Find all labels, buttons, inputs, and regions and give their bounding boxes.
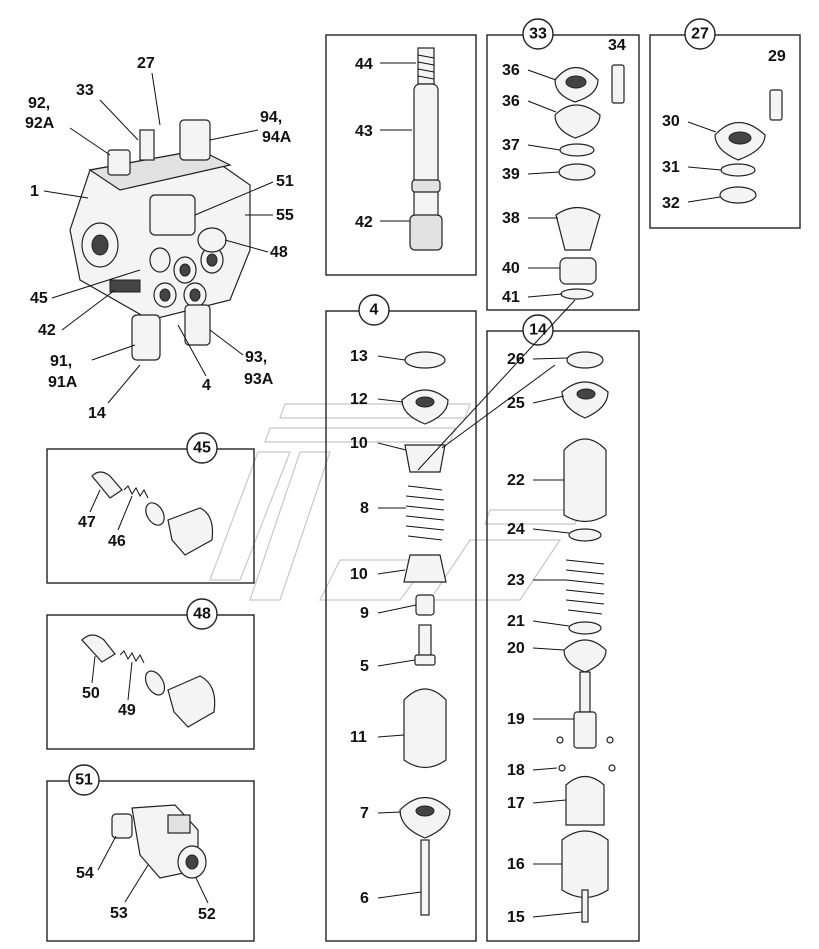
box-spool: 44 43 42 — [325, 34, 477, 276]
label-49: 49 — [118, 702, 136, 719]
label-15: 15 — [507, 909, 525, 926]
watermark-logo — [209, 403, 581, 601]
label-46: 46 — [108, 533, 126, 550]
label-52: 52 — [198, 906, 216, 923]
badge-4: 4 — [370, 302, 379, 319]
label-12: 12 — [350, 391, 368, 408]
valve-assembly — [69, 119, 251, 361]
badge-14: 14 — [529, 322, 547, 339]
assembly-leaders — [417, 299, 576, 471]
label-25: 25 — [507, 395, 525, 412]
label-42: 42 — [38, 322, 56, 339]
label-21: 21 — [507, 613, 525, 630]
label-4: 4 — [202, 377, 211, 394]
label-36b: 36 — [502, 93, 520, 110]
label-6: 6 — [360, 890, 369, 907]
label-17: 17 — [507, 795, 525, 812]
label-93a: 93A — [244, 371, 274, 388]
label-11: 11 — [350, 729, 367, 746]
label-36a: 36 — [502, 62, 520, 79]
label-42-spool: 42 — [355, 214, 373, 231]
box-14: 14 26 25 22 24 23 21 20 19 18 17 16 15 — [486, 314, 640, 942]
label-40: 40 — [502, 260, 520, 277]
label-93: 93, — [245, 349, 267, 366]
label-51: 51 — [276, 173, 294, 190]
box-51: 51 54 53 52 — [46, 764, 255, 942]
badge-48: 48 — [193, 606, 211, 623]
label-22: 22 — [507, 472, 525, 489]
label-43: 43 — [355, 123, 373, 140]
box-27: 27 29 30 31 32 — [649, 18, 801, 229]
box-48: 48 50 49 — [46, 598, 255, 750]
label-92a: 92A — [25, 115, 55, 132]
label-20: 20 — [507, 640, 525, 657]
label-10b: 10 — [350, 566, 368, 583]
badge-27: 27 — [691, 26, 709, 43]
label-9: 9 — [360, 605, 369, 622]
label-44: 44 — [355, 56, 373, 73]
label-38: 38 — [502, 210, 520, 227]
label-53: 53 — [110, 905, 128, 922]
main-labels: 27 33 92, 92A 94, 94A 1 51 55 48 45 42 9… — [25, 55, 294, 422]
label-24: 24 — [507, 521, 525, 538]
label-48: 48 — [270, 244, 288, 261]
label-18: 18 — [507, 762, 525, 779]
label-91: 91, — [50, 353, 72, 370]
label-16: 16 — [507, 856, 525, 873]
box-45: 45 47 46 — [46, 432, 255, 584]
label-10a: 10 — [350, 435, 368, 452]
label-30: 30 — [662, 113, 680, 130]
label-45: 45 — [30, 290, 48, 307]
label-7: 7 — [360, 805, 369, 822]
label-47: 47 — [78, 514, 96, 531]
label-54: 54 — [76, 865, 94, 882]
label-5: 5 — [360, 658, 369, 675]
label-8: 8 — [360, 500, 369, 517]
label-14: 14 — [88, 405, 106, 422]
badge-45: 45 — [193, 440, 211, 457]
label-19: 19 — [507, 711, 525, 728]
label-50: 50 — [82, 685, 100, 702]
label-1: 1 — [30, 183, 39, 200]
label-92: 92, — [28, 95, 50, 112]
label-39: 39 — [502, 166, 520, 183]
label-32: 32 — [662, 195, 680, 212]
badge-33: 33 — [529, 26, 547, 43]
badge-51: 51 — [75, 772, 93, 789]
label-29: 29 — [768, 48, 786, 65]
box-4: 4 13 12 10 8 10 9 5 11 7 6 — [325, 294, 477, 942]
label-23: 23 — [507, 572, 525, 589]
label-94: 94, — [260, 109, 282, 126]
label-41: 41 — [502, 289, 520, 306]
label-33: 33 — [76, 82, 94, 99]
label-27: 27 — [137, 55, 155, 72]
label-91a: 91A — [48, 374, 78, 391]
label-55: 55 — [276, 207, 294, 224]
label-26: 26 — [507, 351, 525, 368]
label-34: 34 — [608, 37, 626, 54]
label-37: 37 — [502, 137, 520, 154]
box-33: 33 34 36 36 37 39 38 40 41 — [486, 18, 640, 311]
label-13: 13 — [350, 348, 368, 365]
label-31: 31 — [662, 159, 680, 176]
label-94a: 94A — [262, 129, 292, 146]
